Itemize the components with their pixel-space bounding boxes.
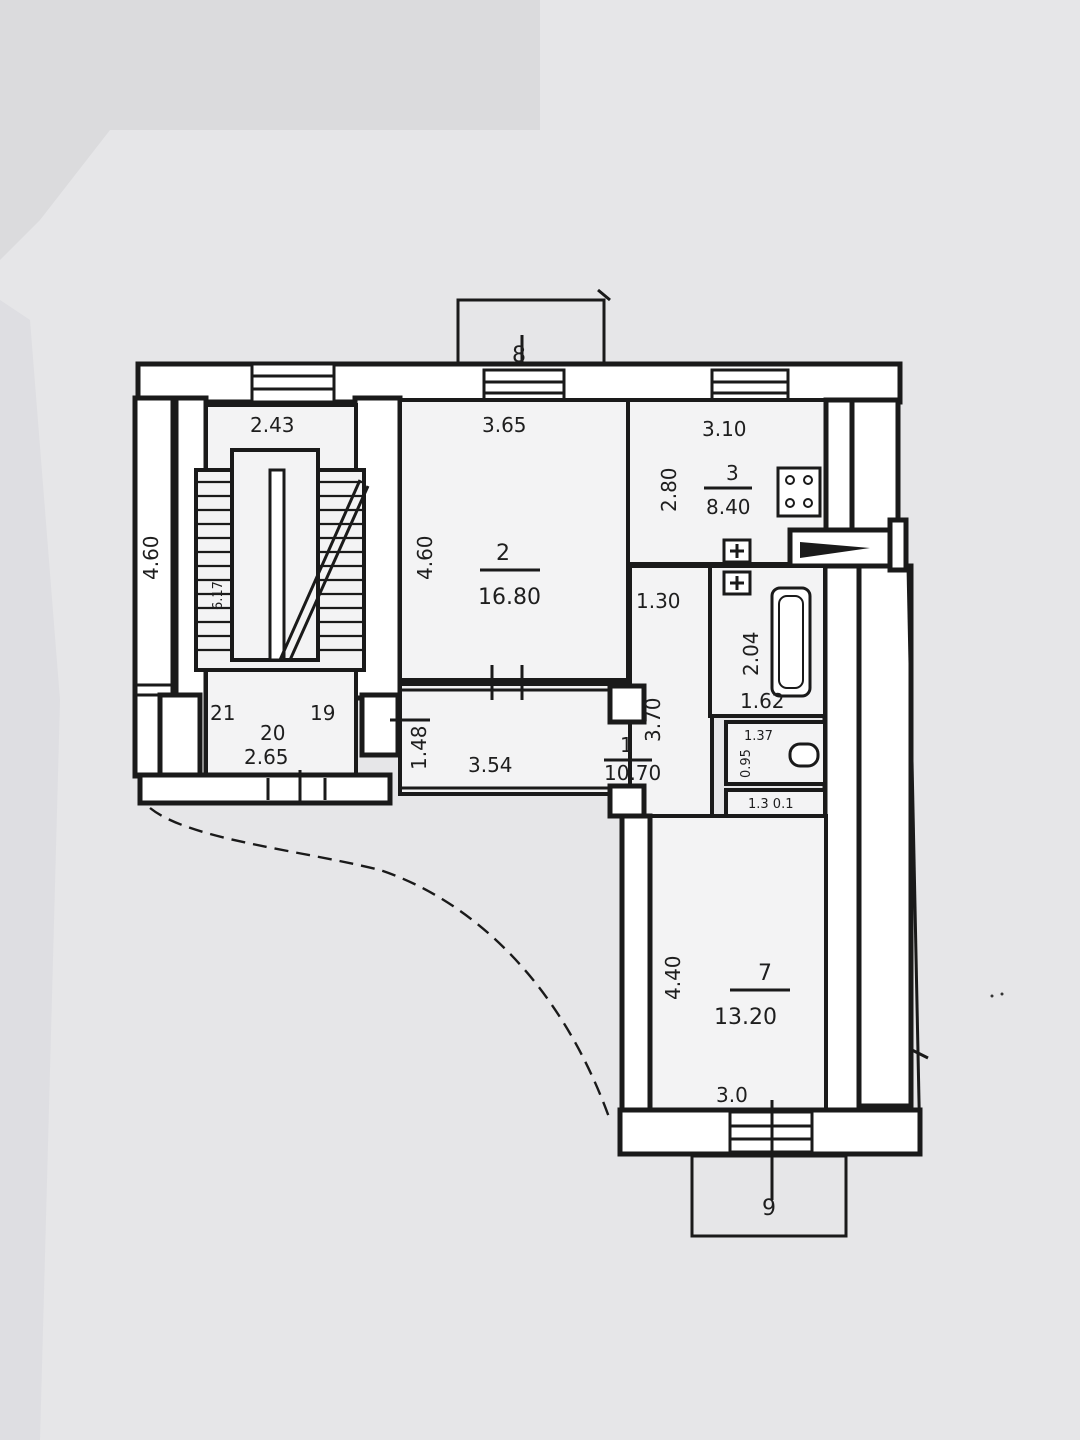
boundary-dashed <box>149 807 612 1121</box>
stove-icon <box>776 466 822 518</box>
room7-area: 13.20 <box>714 1005 777 1030</box>
stair-landing-num: 20 <box>260 721 285 745</box>
room3-width: 3.10 <box>702 417 747 441</box>
room2-height: 4.60 <box>413 535 437 580</box>
paper-shadow-left <box>0 300 60 1440</box>
paper-shadow <box>0 0 540 260</box>
wc <box>724 720 827 786</box>
room2-area: 16.80 <box>478 585 541 610</box>
room2-width: 3.65 <box>482 413 527 437</box>
corridor-width: 1.30 <box>636 589 681 613</box>
stair-step-b: 19 <box>310 701 335 725</box>
sink-icon <box>722 538 752 564</box>
room1-number: 1 <box>620 733 633 757</box>
bath-height: 2.04 <box>739 631 763 676</box>
marker-bottom: 9 <box>762 1196 776 1221</box>
stair-step-a: 21 <box>210 701 235 725</box>
room-1 <box>398 682 632 796</box>
room2-number: 2 <box>496 541 510 566</box>
room3-area: 8.40 <box>706 495 751 519</box>
stair-width: 2.43 <box>250 413 295 437</box>
stair-height: 4.60 <box>139 535 163 580</box>
room7-width: 3.0 <box>716 1083 748 1107</box>
bathtub-icon <box>770 586 812 698</box>
balcony-top <box>456 298 606 368</box>
stair-flight: 6.17 <box>211 581 226 610</box>
toilet-icon <box>788 742 820 768</box>
room-2 <box>398 398 630 682</box>
balcony-bottom <box>690 1154 848 1238</box>
window-top-stair <box>250 362 336 404</box>
room1-area: 10.70 <box>604 761 661 785</box>
room1-width: 3.54 <box>468 753 513 777</box>
closet-dims: 1.3 0.1 <box>748 797 793 812</box>
bath-width: 1.62 <box>740 689 785 713</box>
stair-steps <box>194 448 370 672</box>
room7-number: 7 <box>758 961 772 986</box>
room7-height: 4.40 <box>661 955 685 1000</box>
room1-h: 1.48 <box>407 725 431 770</box>
wc-a: 1.37 <box>744 729 773 744</box>
marker-top: 8 <box>512 343 526 368</box>
closet <box>724 788 827 818</box>
room1-v: 3.70 <box>641 697 665 742</box>
room3-number: 3 <box>726 461 739 485</box>
sink-bath-icon <box>722 570 752 596</box>
stair-landing-area: 2.65 <box>244 745 289 769</box>
wc-b: 0.95 <box>739 749 754 778</box>
room3-height: 2.80 <box>657 467 681 512</box>
